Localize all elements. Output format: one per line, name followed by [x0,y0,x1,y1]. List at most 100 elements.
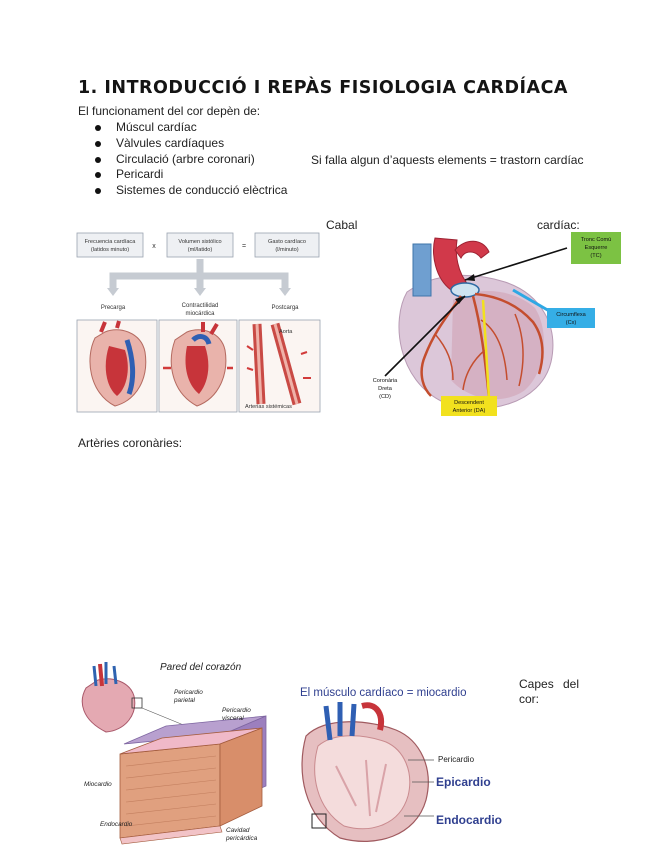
vein-illustration [191,334,212,345]
cardiac-muscle-diagram: El músculo cardíaco = miocardio Pericard… [300,687,502,842]
cd-label: Coronària [373,378,398,384]
cardiac-output-diagram: Frecuencia cardíaca (latidos minuto) x V… [76,232,321,413]
heart-wall-diagram: Pared del corazón Pericardio parietal Pe… [81,662,267,845]
tc-label-box [571,232,621,264]
bullet-list: Múscul cardíac Vàlvules cardíaques Circu… [95,120,287,199]
tc-label-2: Esquerre [585,245,608,251]
ventricle-shade [451,290,544,400]
zoom-line [141,707,187,727]
cardiac-output-label: Gasto cardíaco [268,239,306,245]
vessel-illustration [323,702,357,741]
inner-chamber [314,735,411,830]
cx-label: Circumflexa [556,312,586,318]
bullet-item: Pericardi [95,167,287,183]
stroke-volume-box [166,232,234,258]
da-pointer [481,299,491,399]
cd-pointer [384,295,466,377]
times-operator: x [152,243,156,250]
contractility-label: Contractilidad [182,303,219,309]
vena-cava-illustration [412,243,432,297]
myocardium-front [119,743,221,839]
aorta-label: Aorta [279,329,293,335]
cardiac-word: cardíac: [537,218,580,232]
artery-lumen [255,323,299,405]
vein-illustration [124,339,136,395]
leader-lines [404,759,434,817]
epicardium-label: Epicardio [436,775,491,789]
endocardium-layer [119,825,223,845]
cx-label-2: (Cx) [566,320,577,326]
cardiac-output-unit: (l/minuto) [275,247,298,253]
intro-text: El funcionament del cor depèn de: [78,104,261,118]
heart-illustration [81,678,136,733]
arrow-head [107,288,119,296]
contractility-label-2: miocárdica [185,311,215,317]
branch-arrows [109,259,289,288]
heart-layers-label: Capes del cor: [519,677,579,707]
endocardium-label: Endocardio [100,821,133,828]
visceral-pericardium-label-2: visceral [222,715,244,722]
pericardial-cavity-label: Cavidad [226,827,250,834]
bullet-item: Sistemes de conducció elèctrica [95,183,287,199]
tc-label: Tronc Comú [581,237,612,243]
ventricle-illustration [105,346,128,396]
stroke-volume-unit: (ml/latido) [188,247,213,253]
cardiac-output-figure: Frecuencia cardíaca (latidos minuto) x V… [75,228,322,414]
pressure-arrows [246,345,311,379]
da-label-box [441,396,497,416]
failure-note: Si falla algun d’aquests elements = tras… [311,153,584,167]
parietal-pericardium-label-2: parietal [173,697,196,704]
bullet-item: Circulació (arbre coronari) [95,152,287,168]
ventricle-illustration [185,346,209,394]
heart-wall-figure: Pared del corazón Pericardio parietal Pe… [76,656,288,846]
heart-layers-line: cor: [519,692,540,706]
cardiac-muscle-title: El músculo cardíaco = miocardio [300,687,467,699]
tc-label-3: (TC) [590,253,601,259]
zoom-box [131,697,143,709]
da-label-2: Anterior (DA) [453,408,486,414]
cx-label-box [547,308,595,328]
equals-operator: = [242,243,246,250]
cabal-word: Cabal [326,218,358,232]
myocardium-label: Miocardio [84,781,112,788]
visceral-pericardium-label: Pericardio [222,707,251,714]
cx-pointer [512,288,552,314]
chordae-illustration [335,759,387,817]
zoom-box [311,813,327,829]
vessel-illustration [201,322,219,336]
stroke-volume-label: Volumen sistólico [178,239,221,245]
arrow-head [455,296,465,304]
aorta-illustration [98,663,104,687]
endocardium-label: Endocardio [436,813,502,827]
parietal-pericardium-label: Pericardio [174,689,203,696]
section-title: 1. INTRODUCCIÓ I REPÀS FISIOLOGIA CARDÍA… [78,78,568,98]
cd-label-3: (CD) [379,394,391,400]
heart-layers-line: Capes del [519,677,579,691]
cardiac-output-box [254,232,320,258]
da-label: Descendent [454,400,484,406]
aorta-illustration [361,702,384,731]
circumflex-path [474,292,544,375]
heart-rate-label: Frecuencia cardíaca [85,239,137,245]
pericardium-label: Pericardio [438,755,475,764]
aortic-arch-illustration [454,240,490,259]
coronary-branches [434,313,524,391]
heart-rate-unit: (latidos minuto) [91,247,129,253]
muscle-fibers [125,755,217,827]
bullet-item: Múscul cardíac [95,120,287,136]
cd-label-2: Dreta [378,386,393,392]
systemic-arteries-label: Arterias sistémicas [245,404,292,410]
arrow-head [279,288,291,296]
tc-pointer [464,247,568,281]
arrow-head [465,274,475,281]
preload-label: Precarga [101,305,126,311]
bullet-item: Vàlvules cardíaques [95,136,287,152]
vessel-illustration [92,662,118,687]
aortic-root-illustration [450,282,480,298]
coronary-arteries-label: Artèries coronàries: [78,436,183,450]
cardiac-muscle-figure: El músculo cardíaco = miocardio Pericard… [296,676,514,846]
arrow-head [194,288,206,296]
vessel-illustration [99,320,121,333]
heart-rate-box [76,232,144,258]
heart-wall-title: Pared del corazón [160,662,242,673]
